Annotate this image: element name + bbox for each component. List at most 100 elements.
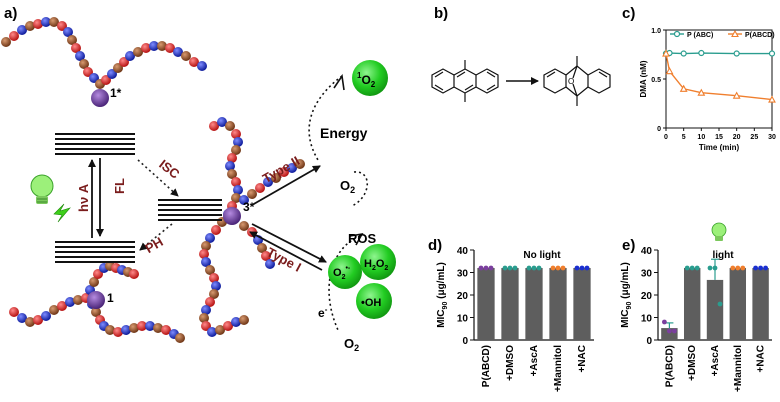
chain-bottom: [9, 293, 185, 343]
level-s1: [55, 133, 135, 155]
bead: [205, 233, 215, 243]
data-point: [550, 265, 556, 271]
bead: [255, 183, 265, 193]
bead: [175, 333, 185, 343]
x-tick-label: 10: [697, 134, 705, 141]
bead: [129, 269, 139, 279]
panel-a: a) hν A FL: [1, 5, 396, 353]
bead: [57, 301, 67, 311]
y-tick-label: 20: [641, 291, 653, 302]
bead: [231, 145, 241, 155]
y-tick-label: 0: [657, 126, 661, 133]
data-point: [680, 50, 687, 57]
superoxide-sphere: [328, 255, 362, 289]
bar: [549, 268, 567, 340]
chain-top: [1, 17, 207, 89]
chain-middle: [199, 117, 249, 337]
bead: [211, 281, 221, 291]
bead: [157, 41, 167, 51]
electron-label: e-: [318, 305, 328, 320]
isc-arrow: [137, 159, 179, 197]
bar: [477, 268, 495, 340]
legend-marker: [673, 30, 681, 38]
data-point: [579, 265, 585, 271]
annotation-label: light: [712, 250, 734, 261]
category-label: P(ABCD): [481, 345, 492, 387]
state-s1-label: 1*: [110, 86, 122, 100]
light-bulb-icon: [30, 174, 54, 204]
category-label: +DMSO: [687, 345, 698, 381]
bead: [75, 51, 85, 61]
energy-transfer-arrowhead: [333, 73, 345, 91]
bead: [279, 167, 289, 177]
y-axis-label: DMA (nM): [639, 60, 648, 97]
x-tick-label: 15: [715, 134, 723, 141]
data-point: [768, 50, 776, 57]
data-point: [697, 88, 706, 96]
bead: [125, 51, 135, 61]
bead: [1, 37, 11, 47]
category-label: +DMSO: [505, 345, 516, 381]
hydroxyl-sphere: [356, 283, 392, 319]
data-point: [488, 265, 494, 271]
data-point: [712, 265, 718, 271]
data-point: [512, 265, 518, 271]
bead: [201, 305, 211, 315]
bead: [263, 177, 273, 187]
polymer-chains: [1, 17, 305, 343]
sensitizer-s0: [87, 291, 105, 309]
legend-marker: [731, 29, 739, 38]
electron-transfer-arrowhead: [349, 232, 364, 246]
data-point: [735, 265, 741, 271]
category-label: +AscA: [710, 345, 721, 376]
data-point: [684, 265, 690, 271]
bead: [49, 305, 59, 315]
bead: [207, 327, 217, 337]
bulb-base: [715, 236, 723, 241]
x-tick-label: 25: [750, 134, 758, 141]
bead: [105, 325, 115, 335]
bar: [683, 268, 701, 340]
data-point: [574, 265, 580, 271]
bead: [33, 315, 43, 325]
type1-label: Type I: [264, 244, 303, 274]
bead: [71, 43, 81, 53]
panel-label-d: d): [428, 237, 442, 254]
data-point: [478, 265, 484, 271]
bead: [231, 317, 241, 327]
bead: [25, 317, 35, 327]
panel-label-b: b): [434, 5, 448, 22]
bead: [9, 307, 19, 317]
bead: [211, 225, 221, 235]
x-axis-label: Time (min): [699, 143, 740, 152]
bar: [752, 268, 769, 340]
y-axis-label: MIC90 (μg/mL): [620, 262, 633, 328]
data-point: [507, 265, 513, 271]
data-point: [555, 265, 561, 271]
y-tick-label: 0: [646, 336, 652, 347]
bead: [257, 243, 267, 253]
lightning-icon: [53, 203, 71, 223]
type1-arrow-forward: [251, 223, 327, 263]
bead: [209, 121, 219, 131]
category-label: P(ABCD): [664, 345, 675, 387]
y-tick-label: 10: [457, 314, 469, 325]
bead: [17, 313, 27, 323]
panel-label-c: c): [622, 5, 635, 22]
ph-label: PH: [143, 234, 166, 256]
category-label: +Mannitol: [553, 345, 564, 392]
data-point: [707, 265, 713, 271]
bead: [41, 311, 51, 321]
data-point: [730, 265, 736, 271]
type1-arrow-back: [249, 231, 323, 271]
bead: [233, 185, 243, 195]
data-point: [531, 265, 537, 271]
data-point: [733, 50, 740, 57]
bead: [137, 321, 147, 331]
bead: [205, 297, 215, 307]
